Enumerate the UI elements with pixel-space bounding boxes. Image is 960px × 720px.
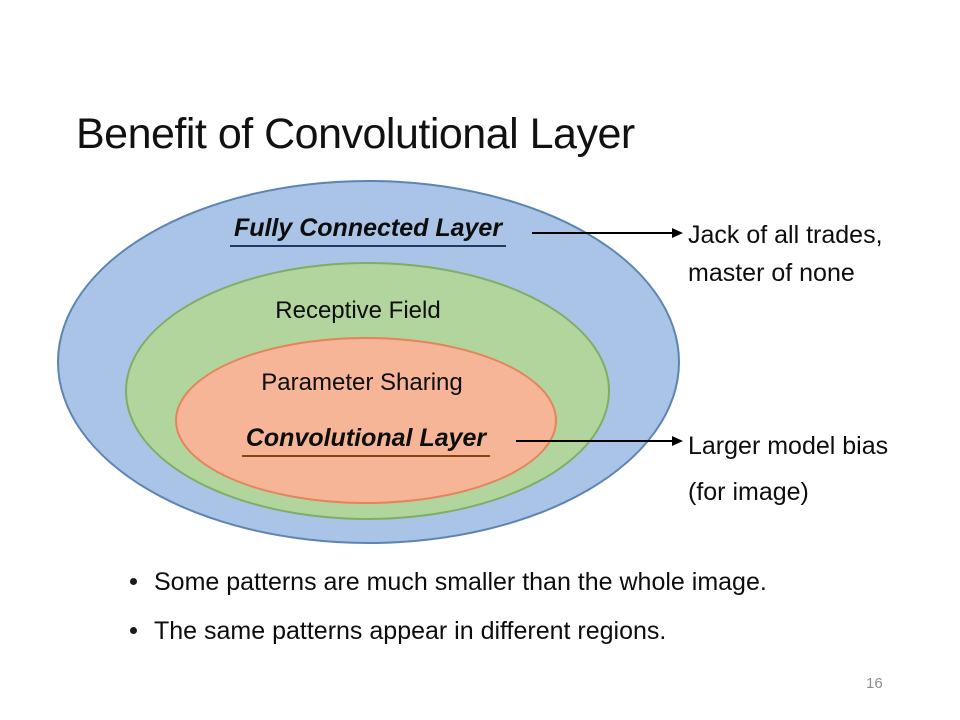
convolutional-layer-label-text: Convolutional Layer (241, 424, 491, 457)
parameter-sharing-ellipse (175, 337, 557, 504)
page-number: 16 (866, 675, 883, 692)
bullet-icon (130, 578, 137, 585)
bullet-item: The same patterns appear in different re… (130, 615, 910, 647)
parameter-sharing-label: Parameter Sharing (261, 369, 463, 396)
bullet-text: Some patterns are much smaller than the … (154, 568, 767, 596)
annotation-line: Larger model bias (688, 432, 889, 460)
receptive-field-label: Receptive Field (275, 297, 441, 324)
convolutional-layer-annotation: Larger model bias (for image) (688, 423, 888, 515)
slide-title: Benefit of Convolutional Layer (76, 109, 635, 158)
fully-connected-label-text: Fully Connected Layer (229, 214, 507, 247)
fully-connected-arrow-icon (532, 227, 683, 238)
bullet-item: Some patterns are much smaller than the … (130, 566, 910, 598)
fully-connected-label: Fully Connected Layer (168, 214, 568, 247)
convolutional-layer-arrow-icon (516, 435, 683, 446)
convolutional-layer-label: Convolutional Layer (166, 424, 566, 457)
annotation-line: (for image) (688, 478, 809, 506)
annotation-line: Jack of all trades, (688, 221, 883, 249)
bullet-text: The same patterns appear in different re… (154, 617, 667, 645)
bullet-icon (130, 627, 137, 634)
bullet-list: Some patterns are much smaller than the … (130, 566, 910, 664)
annotation-line: master of none (688, 259, 855, 287)
fully-connected-annotation: Jack of all trades, master of none (688, 216, 883, 292)
